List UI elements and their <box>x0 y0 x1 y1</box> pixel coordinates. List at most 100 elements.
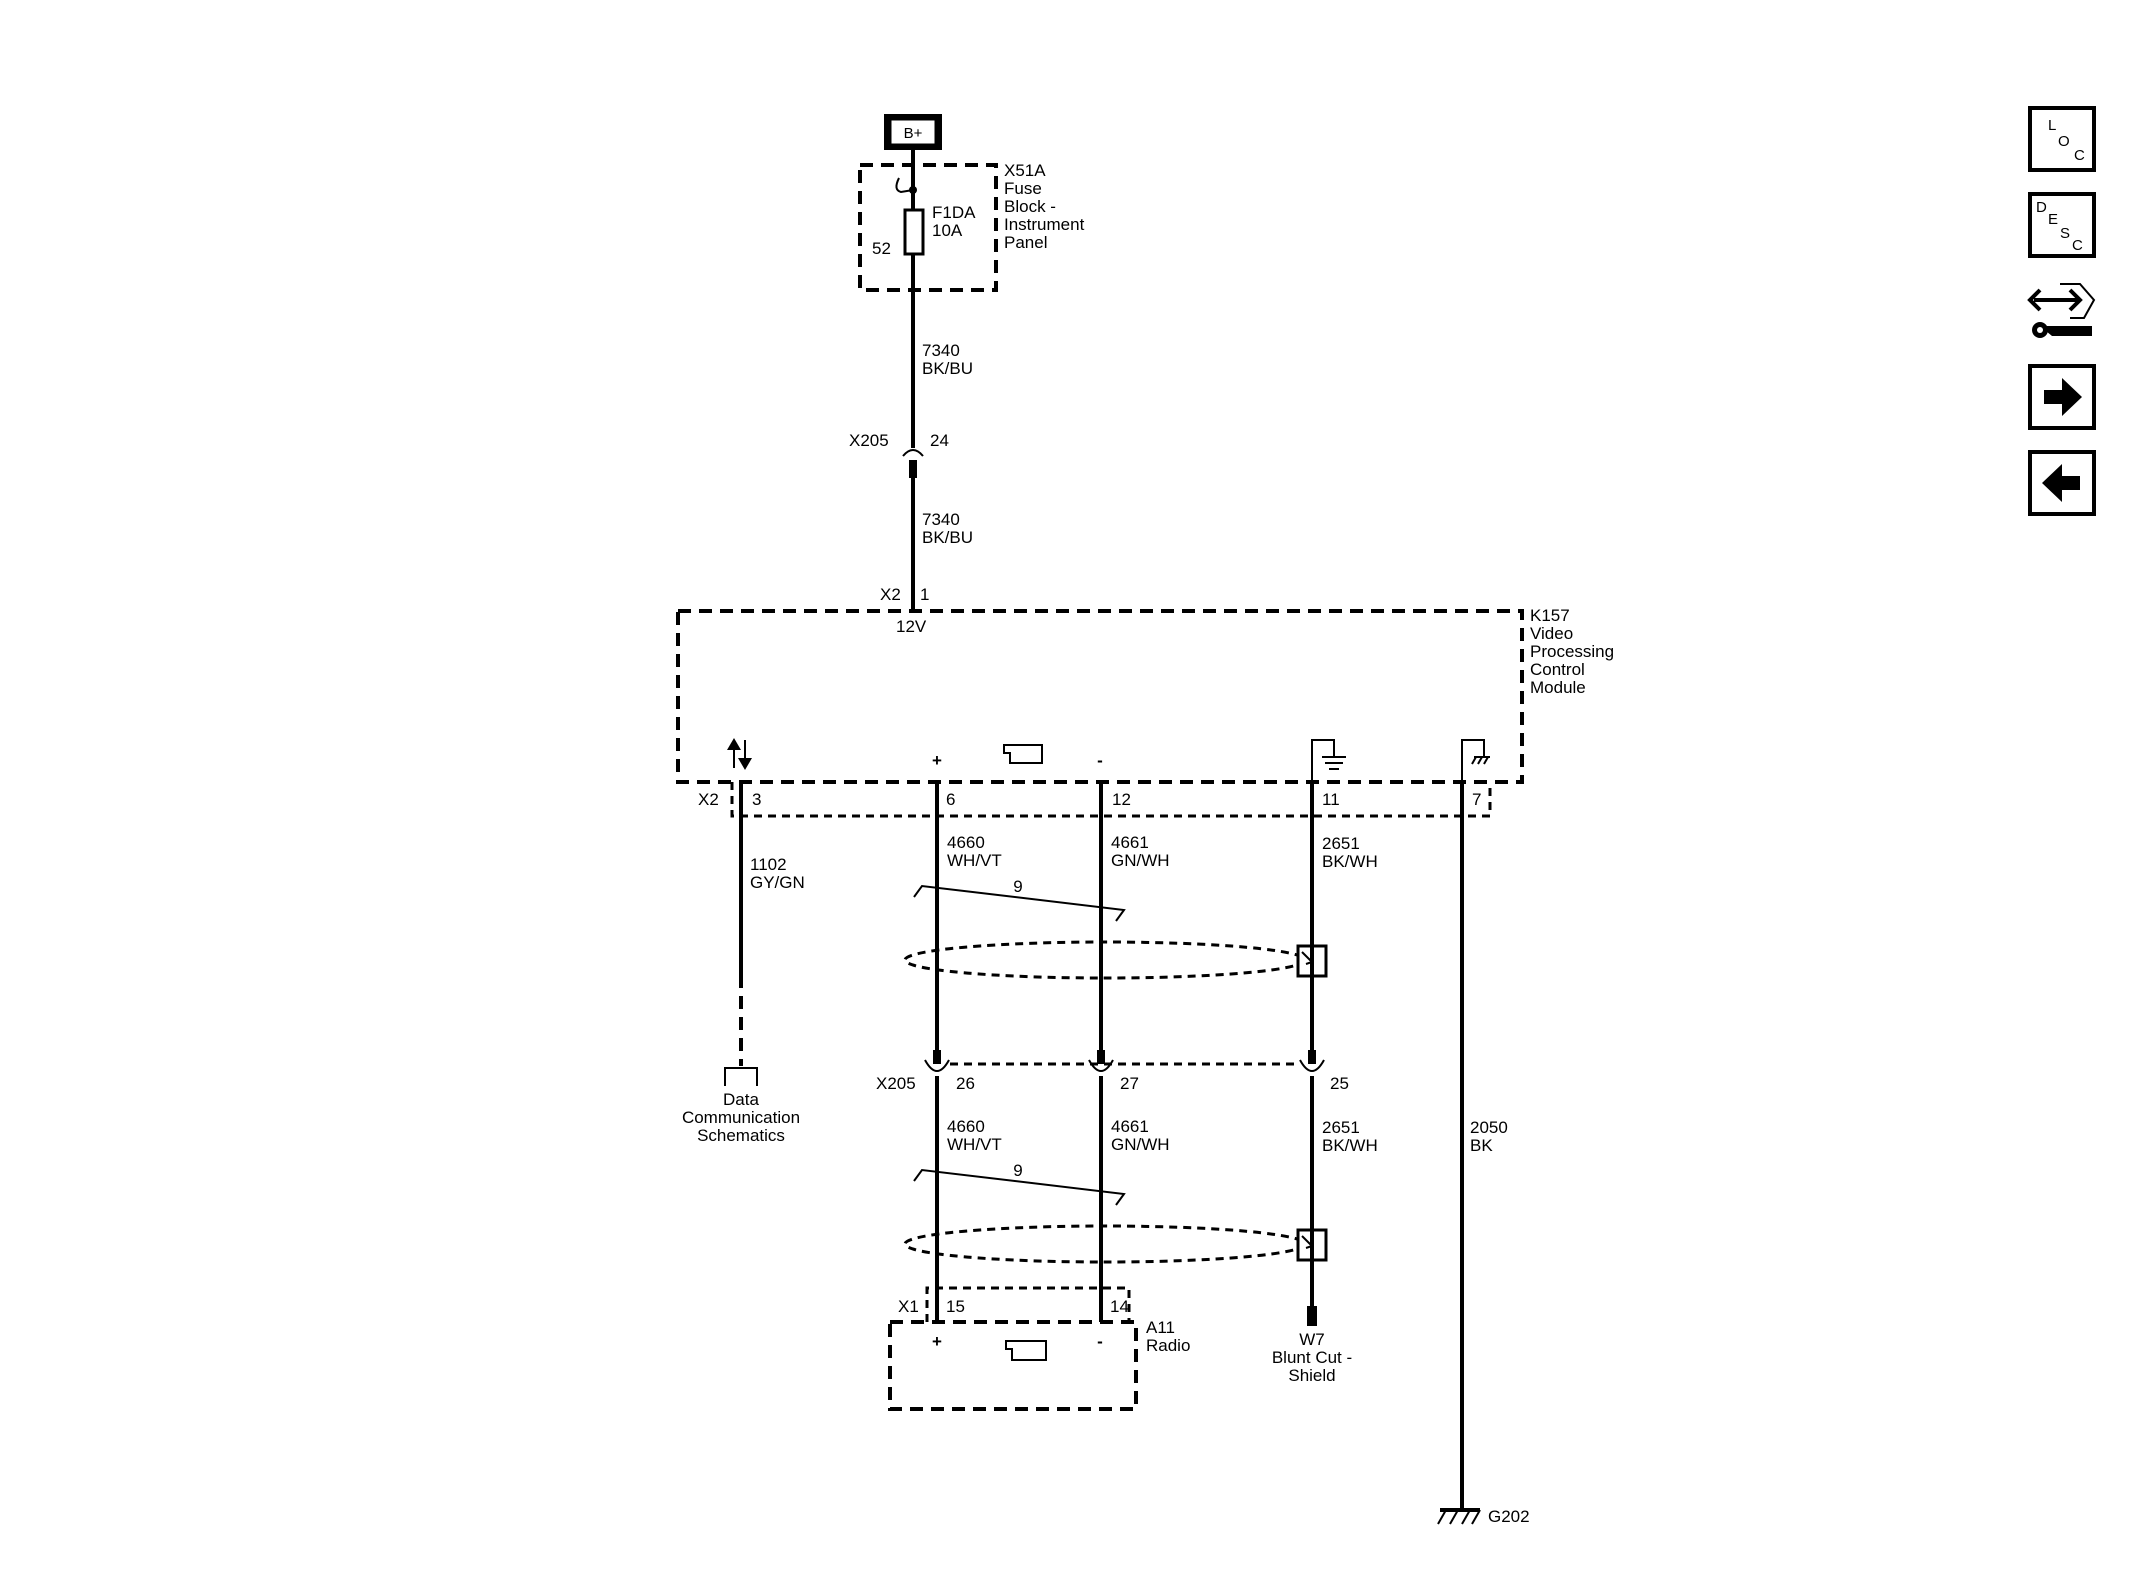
wire-4660-upper-circuit: 4660 <box>947 833 985 852</box>
module-power-label: 12V <box>896 617 927 636</box>
wire-2651-upper-color: BK/WH <box>1322 852 1378 871</box>
loc-letter-1: L <box>2048 117 2056 134</box>
desc-letter-4: C <box>2072 237 2083 254</box>
wire-7340-upper-color: BK/BU <box>922 359 973 378</box>
radio-video-icon <box>1005 1340 1047 1361</box>
location-button[interactable]: L O C <box>2028 106 2096 172</box>
fuse-block-label-3: Block - <box>1004 197 1056 216</box>
shield-ellipse-lower <box>903 1224 1307 1264</box>
chassis-ground-icon <box>1461 739 1490 782</box>
module-plus-sign: + <box>932 751 942 770</box>
shield-end-label-2: Blunt Cut - <box>1272 1348 1352 1367</box>
radio-connector-x1 <box>925 1286 1131 1322</box>
fuse-cavity: 52 <box>872 239 891 258</box>
fuse-block: 52 F1DA 10A X51A Fuse Block - Instrument… <box>858 150 1085 292</box>
description-button[interactable]: D E S C <box>2028 192 2096 258</box>
inline-pin-minus: 27 <box>1120 1074 1139 1093</box>
fuse-block-label-5: Panel <box>1004 233 1047 252</box>
fuse-name: F1DA <box>932 203 976 222</box>
twisted-pair-marker-lower <box>913 1168 1126 1206</box>
fuse-rating: 10A <box>932 221 963 240</box>
radio-pin-minus: 14 <box>1110 1297 1129 1316</box>
bottom-connector-name: X2 <box>698 790 719 809</box>
wire-2651-upper-circuit: 2651 <box>1322 834 1360 853</box>
module-power-pin: 1 <box>920 585 929 604</box>
module-label-3: Processing <box>1530 642 1614 661</box>
wire-4661-upper-circuit: 4661 <box>1111 833 1149 852</box>
wire-4660-lower-circuit: 4660 <box>947 1117 985 1136</box>
inline-connector-x205-lower-name: X205 <box>876 1074 916 1093</box>
wire-2050: 2050 BK G202 <box>1437 782 1530 1526</box>
wire-7340-upper-circuit: 7340 <box>922 341 960 360</box>
wire-7340: 7340 BK/BU X205 24 7340 BK/BU <box>849 290 973 610</box>
inline-connector-x205-upper <box>902 449 924 457</box>
inline-connector-x205-upper-name: X205 <box>849 431 889 450</box>
radio-module: X1 15 14 + - A11 Radio <box>888 1286 1190 1411</box>
blunt-cut-end <box>1307 1306 1317 1326</box>
inline-connector-x205-upper-pin: 24 <box>930 431 949 450</box>
inline-connector-x205-lower: X205 26 27 25 <box>876 1050 1349 1093</box>
module-label-2: Video <box>1530 624 1573 643</box>
radio-plus-sign: + <box>932 1332 942 1351</box>
shield-ground-icon <box>1311 739 1346 782</box>
shield-end-label-3: Shield <box>1288 1366 1335 1385</box>
radio-pin-plus: 15 <box>946 1297 965 1316</box>
wire-1102-circuit: 1102 <box>750 855 787 874</box>
module-label-4: Control <box>1530 660 1585 679</box>
wire-4660-upper-color: WH/VT <box>947 851 1002 870</box>
module-label-5: Module <box>1530 678 1586 697</box>
desc-letter-3: S <box>2060 225 2070 242</box>
next-page-icon[interactable] <box>2028 364 2096 430</box>
radio-minus-sign: - <box>1097 1332 1103 1351</box>
data-reference-label-2: Communication <box>682 1108 800 1127</box>
radio-label-2: Radio <box>1146 1336 1190 1355</box>
wire-2651-lower-circuit: 2651 <box>1322 1118 1360 1137</box>
shield-end-label-1: W7 <box>1299 1330 1325 1349</box>
video-processing-control-module: X2 1 12V K157 Video Processing Control M… <box>676 585 1614 784</box>
ground-g202-icon <box>1437 1508 1481 1525</box>
fuse-block-label-4: Instrument <box>1004 215 1085 234</box>
wire-2651-lower-color: BK/WH <box>1322 1136 1378 1155</box>
battery-label: B+ <box>904 125 923 142</box>
module-minus-sign: - <box>1097 751 1103 770</box>
pin-ground: 7 <box>1472 790 1481 809</box>
desc-letter-2: E <box>2048 211 2058 228</box>
data-reference-label-3: Schematics <box>697 1126 785 1145</box>
fuse-icon <box>903 208 925 256</box>
data-reference-label-1: Data <box>723 1090 759 1109</box>
data-bidirectional-icon <box>727 738 752 770</box>
wire-7340-lower-color: BK/BU <box>922 528 973 547</box>
wire-2050-color: BK <box>1470 1136 1493 1155</box>
wire-4660-lower-color: WH/VT <box>947 1135 1002 1154</box>
desc-letter-1: D <box>2036 199 2047 216</box>
ground-name: G202 <box>1488 1507 1530 1526</box>
twist-count-upper: 9 <box>1013 877 1022 896</box>
fuse-block-label-1: X51A <box>1004 161 1046 180</box>
wire-2050-circuit: 2050 <box>1470 1118 1508 1137</box>
wire-4661-lower-color: GN/WH <box>1111 1135 1170 1154</box>
twisted-pair-marker-upper <box>913 884 1126 922</box>
pin-minus: 12 <box>1112 790 1131 809</box>
loc-letter-2: O <box>2058 133 2070 150</box>
wire-1102: 1102 GY/GN Data Communication Schematics <box>682 782 805 1145</box>
inline-pin-plus: 26 <box>956 1074 975 1093</box>
pin-data: 3 <box>752 790 761 809</box>
inline-pin-shield: 25 <box>1330 1074 1349 1093</box>
video-wires-lower: 4660 WH/VT 4661 GN/WH 2651 BK/WH 9 W7 Bl… <box>903 1076 1378 1385</box>
module-bottom-connector: X2 3 6 12 11 7 <box>698 782 1492 818</box>
twist-count-lower: 9 <box>1013 1161 1022 1180</box>
pin-plus: 6 <box>946 790 955 809</box>
previous-page-icon[interactable] <box>2028 450 2096 516</box>
radio-connector-name: X1 <box>898 1297 919 1316</box>
module-connector-top: X2 <box>880 585 901 604</box>
diagnostic-connector-icon[interactable] <box>2027 283 2096 338</box>
video-wires-upper: 4660 WH/VT 4661 GN/WH 2651 BK/WH 9 <box>903 782 1378 1055</box>
shield-ellipse-upper <box>903 940 1307 980</box>
pin-shield: 11 <box>1322 790 1340 809</box>
wire-1102-color: GY/GN <box>750 873 805 892</box>
battery-positive-source: B+ <box>884 114 942 150</box>
wire-7340-lower-circuit: 7340 <box>922 510 960 529</box>
loc-letter-3: C <box>2074 147 2085 164</box>
wire-4661-upper-color: GN/WH <box>1111 851 1170 870</box>
